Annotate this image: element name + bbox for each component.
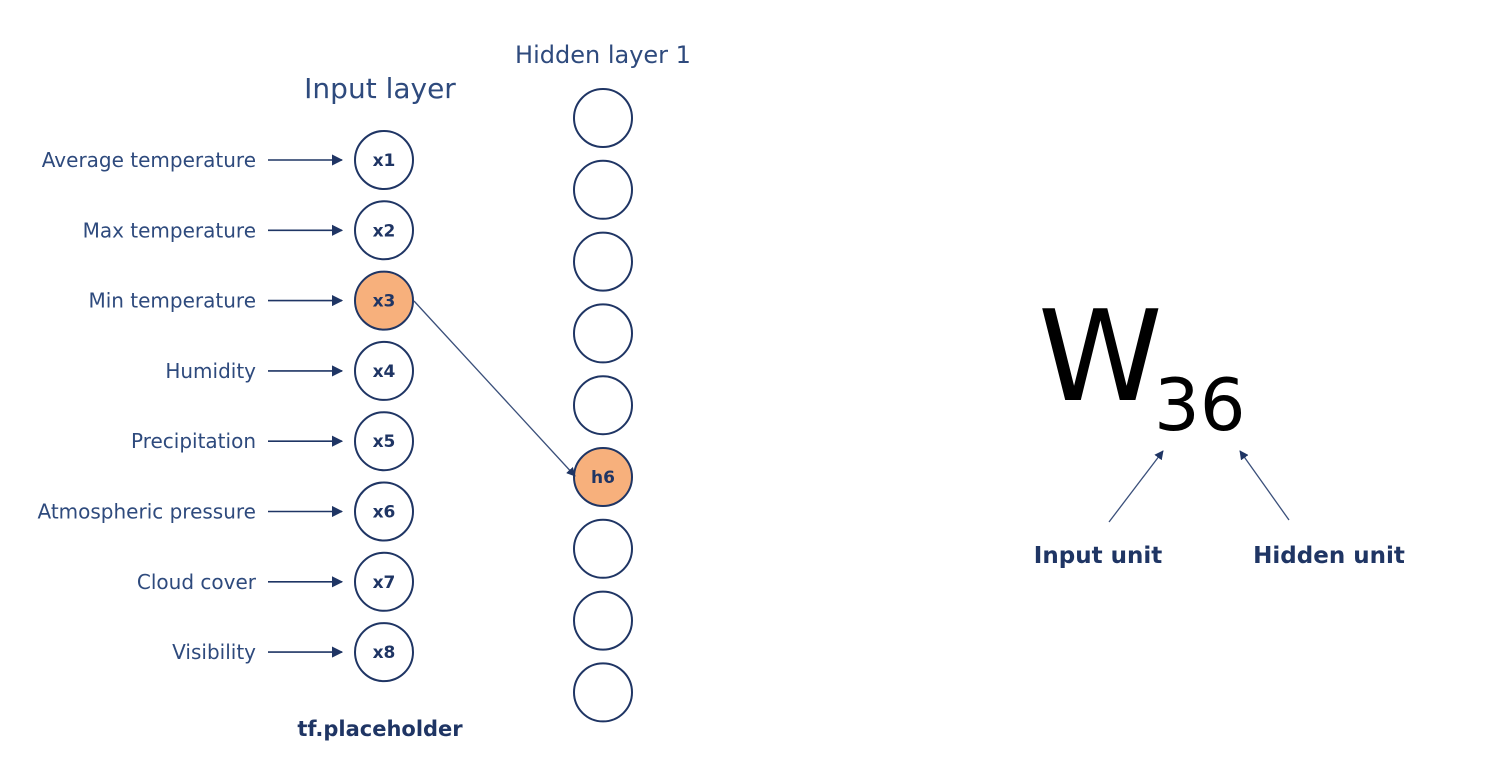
input-row: Cloud cover x7: [137, 551, 414, 612]
input-node-label: x1: [373, 151, 396, 171]
input-node: [354, 411, 414, 472]
hidden-layer-title: Hidden layer 1: [515, 41, 691, 69]
input-row: Visibility x8: [172, 622, 414, 683]
input-node: [354, 622, 414, 683]
feature-label: Atmospheric pressure: [37, 500, 256, 524]
input-row: Min temperature x3: [88, 270, 414, 331]
input-node-label: x2: [373, 221, 396, 241]
hidden-node: [573, 590, 633, 651]
input-row: Precipitation x5: [131, 411, 414, 472]
input-node-label: x3: [373, 292, 396, 312]
input-unit-arrow: [1108, 450, 1164, 523]
input-row: Max temperature x2: [83, 200, 414, 261]
hidden-node: [573, 159, 633, 220]
input-row: Atmospheric pressure x6: [37, 481, 414, 542]
weight-subscript: 36: [1154, 363, 1246, 447]
weight-symbol: W: [1038, 283, 1163, 430]
input-row: Humidity x4: [165, 340, 414, 401]
hidden-layer: h6: [573, 88, 633, 723]
feature-label: Visibility: [172, 640, 256, 664]
input-row: Average temperature x1: [42, 130, 414, 190]
input-node-label: x6: [373, 503, 396, 523]
hidden-node: [573, 231, 633, 292]
input-node-label: x7: [373, 573, 396, 593]
feature-label: Cloud cover: [137, 570, 257, 594]
hidden-node: [573, 447, 633, 507]
hidden-node-label: h6: [591, 468, 615, 488]
input-node-label: x4: [373, 362, 396, 382]
input-node: [354, 130, 414, 190]
weight-notation: W 36 Input unit Hidden unit: [1034, 283, 1405, 569]
feature-label: Precipitation: [131, 429, 256, 453]
input-node: [354, 551, 414, 612]
input-node-label: x5: [373, 432, 396, 452]
input-unit-label: Input unit: [1034, 543, 1162, 569]
feature-label: Min temperature: [88, 289, 256, 313]
input-layer-title: Input layer: [304, 72, 456, 105]
hidden-unit-label: Hidden unit: [1253, 543, 1405, 569]
hidden-node: [573, 88, 633, 148]
hidden-node: [573, 518, 633, 579]
hidden-unit-arrow: [1239, 450, 1290, 521]
feature-label: Humidity: [165, 359, 256, 383]
feature-label: Average temperature: [42, 148, 256, 172]
input-node-label: x8: [373, 643, 396, 663]
hidden-node: [573, 662, 633, 723]
input-node: [354, 481, 414, 542]
weight-connection-x3-h6: [413, 300, 576, 477]
input-node: [354, 200, 414, 261]
hidden-node: [573, 303, 633, 364]
input-node: [354, 270, 414, 331]
input-node: [354, 340, 414, 401]
feature-label: Max temperature: [83, 218, 256, 242]
hidden-node: [573, 375, 633, 436]
input-layer-footer: tf.placeholder: [297, 717, 463, 741]
